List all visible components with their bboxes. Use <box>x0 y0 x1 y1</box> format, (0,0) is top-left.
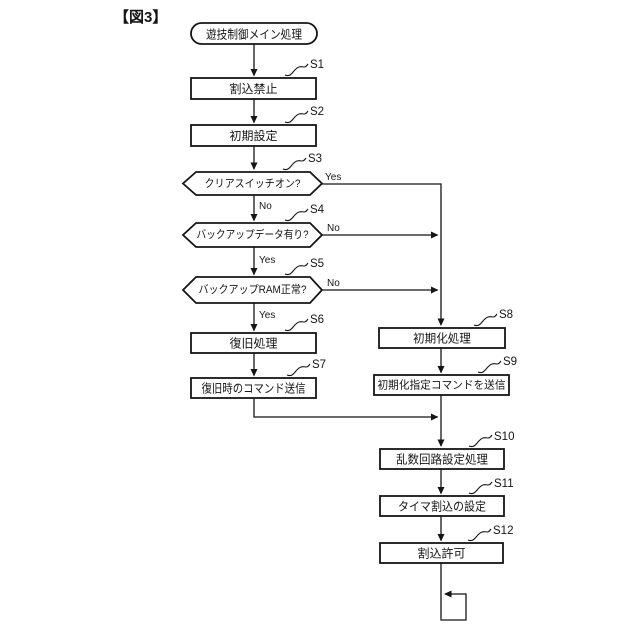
branch-label-s3-yes: Yes <box>325 172 341 183</box>
step-ref-s8: S8 <box>499 309 513 321</box>
step-ref-s11: S11 <box>494 478 514 490</box>
branch-label-s5-yes: Yes <box>259 310 275 321</box>
step-s9-label: 初期化指定コマンドを送信 <box>378 378 506 392</box>
leader-s7 <box>286 363 311 377</box>
step-s10-label: 乱数回路設定処理 <box>396 452 488 467</box>
step-s4-decision <box>181 222 324 248</box>
step-s7-box <box>190 377 317 399</box>
step-s6: 復旧処理 S6 <box>190 314 324 354</box>
step-ref-s3: S3 <box>308 153 322 165</box>
step-s9: 初期化指定コマンドを送信 S9 <box>373 356 517 396</box>
step-s10: 乱数回路設定処理 S10 <box>379 431 514 470</box>
leader-s5 <box>284 262 309 276</box>
step-ref-s10: S10 <box>494 431 514 443</box>
step-s3-label: クリアスイッチオン? <box>205 177 301 190</box>
step-s5-decision <box>181 276 324 304</box>
leader-s6 <box>284 318 309 332</box>
step-s3: クリアスイッチオン? S3 <box>181 153 324 196</box>
branch-label-s4-no: No <box>327 223 340 234</box>
branch-label-s4-yes: Yes <box>259 255 275 266</box>
leader-s11 <box>468 481 493 495</box>
step-ref-s12: S12 <box>493 525 513 537</box>
step-s7-label: 復旧時のコマンド送信 <box>202 381 306 396</box>
step-s5-label: バックアップRAM正常? <box>199 283 307 296</box>
step-ref-s9: S9 <box>503 356 517 368</box>
leader-s4 <box>284 208 309 222</box>
leader-s8 <box>473 313 498 327</box>
branch-labels: Yes No No Yes No Yes <box>259 172 341 321</box>
step-ref-s7: S7 <box>312 359 326 371</box>
step-s7: 復旧時のコマンド送信 S7 <box>190 359 326 399</box>
leader-s3 <box>282 157 307 171</box>
step-s8-label: 初期化処理 <box>413 332 471 346</box>
step-s11: タイマ割込の設定 S11 <box>379 478 514 517</box>
step-s12-box <box>379 542 504 564</box>
step-s11-box <box>379 495 505 517</box>
step-s2-box <box>190 124 317 147</box>
leader-s1 <box>284 63 309 77</box>
branch-label-s5-no: No <box>327 278 340 289</box>
step-ref-s4: S4 <box>310 204 325 216</box>
leader-s12 <box>467 528 492 542</box>
step-ref-s6: S6 <box>310 314 324 326</box>
step-s1-label: 割込禁止 <box>230 81 278 96</box>
step-s4-label: バックアップデータ有り? <box>197 227 309 241</box>
step-s8: 初期化処理 S8 <box>378 309 513 349</box>
step-s11-label: タイマ割込の設定 <box>398 499 486 514</box>
leader-s9 <box>477 360 502 374</box>
step-s8-box <box>378 327 506 349</box>
step-ref-s1: S1 <box>310 59 324 71</box>
step-s10-box <box>379 448 505 470</box>
connectors <box>250 44 467 621</box>
step-s4: バックアップデータ有り? S4 <box>181 204 325 248</box>
step-s3-decision <box>181 171 324 196</box>
leader-s10 <box>468 434 493 448</box>
step-s6-label: 復旧処理 <box>230 336 278 351</box>
start-terminal: 遊技制御メイン処理 <box>190 22 318 45</box>
step-ref-s5: S5 <box>310 258 324 270</box>
edge-s7-merge <box>253 398 439 421</box>
step-s12: 割込許可 S12 <box>379 525 513 564</box>
step-s6-box <box>190 332 317 354</box>
step-s1-box <box>190 77 317 100</box>
step-s5: バックアップRAM正常? S5 <box>181 258 324 304</box>
branch-label-s3-no: No <box>259 201 272 212</box>
edge-s12-loop <box>440 563 467 621</box>
step-s9-box <box>373 374 510 396</box>
step-s2: 初期設定 S2 <box>190 106 324 147</box>
step-s1: 割込禁止 S1 <box>190 59 324 100</box>
step-s2-label: 初期設定 <box>230 128 278 143</box>
step-ref-s2: S2 <box>310 106 324 118</box>
step-s12-label: 割込許可 <box>418 546 466 561</box>
start-terminal-label: 遊技制御メイン処理 <box>206 27 302 42</box>
edge-s3-s8-yes <box>322 183 445 326</box>
start-terminal-shape <box>190 22 318 45</box>
figure-title: 【図3】 <box>114 8 167 26</box>
leader-s2 <box>284 110 309 124</box>
